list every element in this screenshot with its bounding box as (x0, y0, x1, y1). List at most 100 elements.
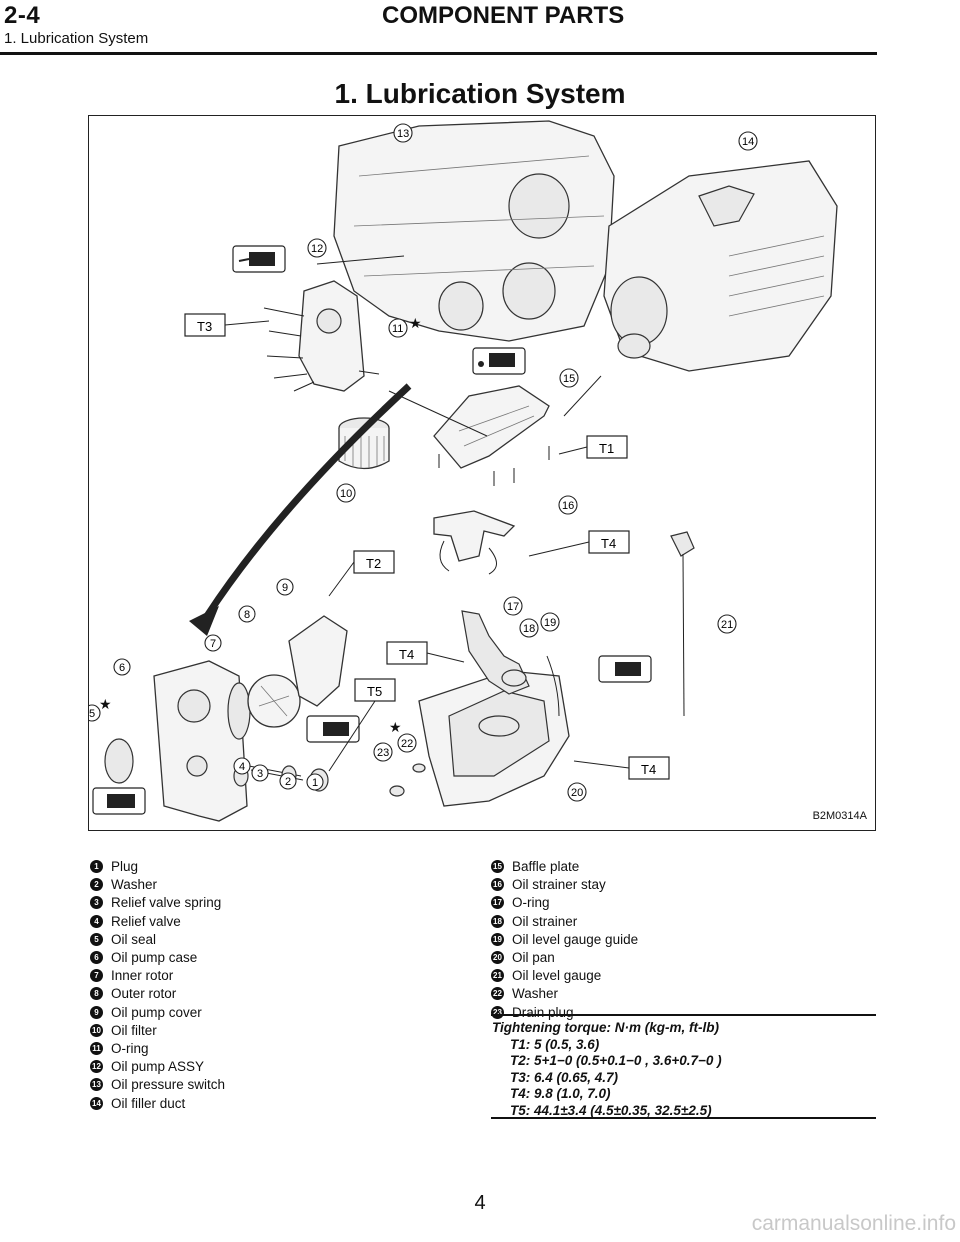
svg-text:17: 17 (507, 601, 519, 613)
section-number: 2-4 (4, 2, 41, 29)
legend-number: 7 (90, 969, 103, 983)
header-rule (0, 52, 877, 55)
callout-21: 21 (717, 614, 737, 634)
svg-text:4: 4 (239, 761, 245, 773)
callout-20: 20 (567, 782, 587, 802)
torque-label-t3: T3 (184, 313, 226, 337)
legend-number: 20 (491, 950, 504, 964)
svg-text:11: 11 (392, 323, 403, 335)
svg-text:23: 23 (377, 747, 389, 759)
legend-number: 2 (90, 878, 103, 892)
callout-8: 8 (238, 605, 256, 623)
svg-text:2: 2 (285, 776, 291, 788)
callout-18: 18 (519, 618, 539, 638)
svg-text:9: 9 (282, 582, 288, 594)
legend-number: 17 (491, 896, 504, 910)
callout-10: 10 (336, 483, 356, 503)
legend-number: 23 (491, 1005, 504, 1019)
legend-number: 9 (90, 1005, 103, 1019)
torque-bottom-rule (491, 1117, 876, 1119)
torque-label-t4-c: T4 (628, 756, 670, 780)
svg-text:18: 18 (523, 623, 535, 635)
legend-number: 3 (90, 896, 103, 910)
callout-2: 2 (279, 772, 297, 790)
oil-strainer-stay (433, 510, 516, 575)
svg-text:5: 5 (89, 708, 95, 720)
svg-text:T4: T4 (601, 536, 616, 551)
torque-label-t1: T1 (586, 435, 628, 459)
torque-labels: T3 T1 T4 T2 T4 T5 T4 (184, 313, 670, 780)
grease-icon (232, 245, 286, 273)
callout-9: 9 (276, 578, 294, 596)
callouts: 1 2 3 4 5 6 7 8 9 10 11 12 13 14 15 16 1… (89, 123, 758, 802)
svg-text:20: 20 (571, 787, 583, 799)
svg-text:15: 15 (563, 373, 575, 385)
svg-text:16: 16 (562, 500, 574, 512)
svg-text:12: 12 (311, 243, 323, 255)
legend-number: 8 (90, 987, 103, 1001)
callout-15: 15 (559, 368, 579, 388)
grease-icon-2 (306, 715, 360, 743)
legend-number: 15 (491, 859, 504, 873)
diagram-drawing: ★ ★ ★ T3 T1 T4 T2 T4 T5 T4 1 2 3 4 5 6 7… (89, 120, 838, 822)
cylinder-head (603, 160, 838, 372)
callout-4: 4 (233, 757, 251, 775)
grease-icon-3 (598, 655, 652, 683)
legend-number: 14 (90, 1096, 103, 1110)
sealant-icon (92, 787, 146, 815)
legend-number: 22 (491, 987, 504, 1001)
header-subtitle: 1. Lubrication System (4, 30, 149, 47)
oil-icon (472, 347, 526, 375)
callout-22: 22 (397, 733, 417, 753)
legend-number: 16 (491, 878, 504, 892)
torque-label-t2: T2 (353, 550, 395, 574)
callout-6: 6 (113, 658, 131, 676)
svg-text:13: 13 (397, 128, 409, 140)
engine-block (333, 120, 615, 342)
torque-line-t1: T1: 5 (0.5, 3.6) (510, 1036, 600, 1052)
torque-line-t3: T3: 6.4 (0.65, 4.7) (510, 1069, 619, 1085)
svg-text:T4: T4 (399, 647, 414, 662)
svg-text:T1: T1 (599, 441, 614, 456)
svg-text:14: 14 (742, 136, 754, 148)
legend-number: 4 (90, 914, 103, 928)
oil-level-gauge (546, 531, 695, 717)
svg-text:T4: T4 (641, 762, 656, 777)
watermark: carmanualsonline.info (751, 1212, 956, 1235)
torque-label-t5: T5 (354, 678, 396, 702)
svg-text:8: 8 (244, 609, 250, 621)
svg-text:T2: T2 (366, 556, 381, 571)
svg-text:T5: T5 (367, 684, 382, 699)
callout-1: 1 (306, 773, 324, 791)
torque-heading: Tightening torque: N·m (kg-m, ft-lb) (492, 1020, 719, 1035)
svg-text:22: 22 (401, 738, 413, 750)
callout-11: 11 (388, 318, 408, 338)
legend-number: 5 (90, 932, 103, 946)
callout-14: 14 (738, 131, 758, 151)
legend-number: 21 (491, 969, 504, 983)
torque-line-t4: T4: 9.8 (1.0, 7.0) (510, 1086, 611, 1101)
legend-number: 18 (491, 914, 504, 928)
callout-12: 12 (307, 238, 327, 258)
svg-text:3: 3 (257, 768, 263, 780)
replacement-star-markers: ★ ★ ★ (99, 315, 422, 735)
callout-23: 23 (373, 742, 393, 762)
